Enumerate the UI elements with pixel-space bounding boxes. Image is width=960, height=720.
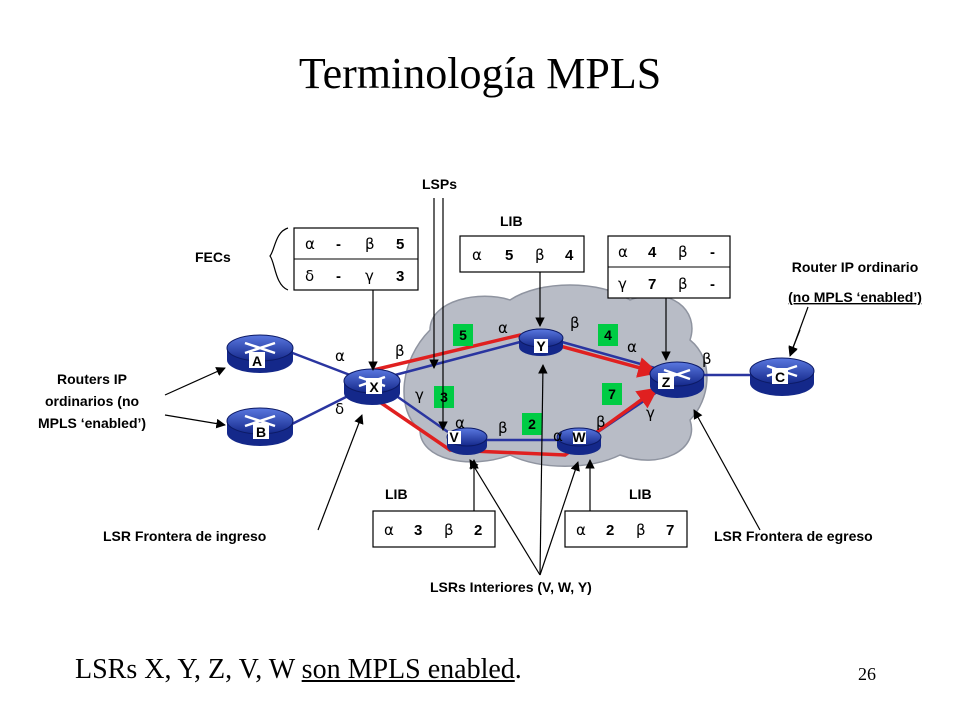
svg-text:5: 5 (459, 327, 467, 343)
lib-w-table: LIB α 2 β 7 (564, 486, 688, 548)
iface-v-alpha: α (455, 414, 465, 432)
routers-ip-left-line2: ordinarios (no (45, 393, 139, 409)
fec-r1-c2: - (336, 236, 341, 253)
router-ip-right-line1: Router IP ordinario (792, 259, 919, 275)
fec-r2-c4: 3 (396, 268, 404, 285)
footer-prefix: LSRs X, Y, Z, V, W (75, 654, 302, 685)
router-ip-right-line2: (no MPLS ‘enabled’) (788, 289, 922, 305)
svg-text:7: 7 (608, 386, 616, 402)
lib-z-r1-c1: α (618, 243, 628, 261)
lib-z-r2-c1: γ (618, 275, 627, 293)
routers-ip-left-line3: MPLS ‘enabled’) (38, 415, 146, 431)
mpls-cloud (403, 284, 708, 467)
svg-text:4: 4 (604, 327, 612, 343)
link-x-y (394, 340, 521, 377)
router-w-label: W (572, 429, 586, 445)
fec-r1-c4: 5 (396, 236, 404, 253)
footer-underlined: son MPLS enabled (301, 654, 515, 685)
lib-y-c1: α (472, 246, 482, 264)
page-number: 26 (858, 664, 876, 684)
iface-z-alpha: α (627, 338, 637, 356)
routers-ip-left-line1: Routers IP (57, 371, 127, 387)
router-y-label: Y (536, 338, 546, 354)
router-x-label: X (369, 379, 379, 395)
iface-x-gamma: γ (415, 386, 424, 404)
lib-w-c4: 7 (666, 522, 674, 539)
router-v[interactable]: V (446, 427, 488, 455)
lsp-path-2 (364, 387, 659, 457)
svg-text:3: 3 (440, 389, 448, 405)
lib-v-c3: β (444, 521, 454, 539)
iface-z-gamma: γ (646, 404, 655, 422)
fec-r2-c1: δ (305, 267, 314, 285)
router-y[interactable]: Y (518, 328, 564, 356)
fec-r2-c2: - (336, 268, 341, 285)
fec-r2-c3: γ (365, 267, 374, 285)
lsr-ingress-label: LSR Frontera de ingreso (103, 528, 266, 544)
lib-z-r2-c4: - (710, 276, 715, 293)
iface-x-delta: δ (335, 400, 344, 418)
lib-v-table: LIB α 3 β 2 (372, 486, 496, 548)
green-label-7: 7 (602, 383, 622, 405)
svg-text:2: 2 (528, 416, 536, 432)
lib-z-table: α 4 β - γ 7 β - (607, 235, 731, 299)
router-a-label: A (252, 353, 262, 369)
iface-w-beta: β (596, 413, 606, 431)
router-x[interactable]: X (343, 368, 401, 405)
fec-r1-c3: β (365, 235, 375, 253)
lib-v-c1: α (384, 521, 394, 539)
lib-v-c4: 2 (474, 522, 482, 539)
green-label-4: 4 (598, 324, 618, 346)
annotation-arrows (164, 198, 809, 576)
fec-r1-c1: α (305, 235, 315, 253)
lib-v-c2: 3 (414, 522, 422, 539)
lib-w-c3: β (636, 521, 646, 539)
iface-x-beta: β (395, 342, 405, 360)
router-c[interactable]: C (749, 357, 815, 396)
lib-v-label: LIB (385, 486, 408, 502)
lib-top-label: LIB (500, 213, 523, 229)
lib-z-r1-c3: β (678, 243, 688, 261)
lib-z-r2-c3: β (678, 275, 688, 293)
lib-w-c2: 2 (606, 522, 614, 539)
lib-y-table: LIB α 5 β 4 (459, 213, 585, 273)
lib-z-r1-c2: 4 (648, 244, 657, 261)
lib-z-r1-c4: - (710, 244, 715, 261)
iface-w-alpha: α (553, 427, 563, 445)
router-c-label: C (775, 369, 785, 385)
router-v-label: V (449, 429, 459, 445)
lib-y-c3: β (535, 246, 545, 264)
iface-v-beta: β (498, 419, 508, 437)
lsr-interior-label: LSRs Interiores (V, W, Y) (430, 579, 592, 595)
lib-z-r2-c2: 7 (648, 276, 656, 293)
router-w[interactable]: W (556, 427, 602, 455)
link-a-x (289, 350, 351, 377)
iface-y-alpha: α (498, 319, 508, 337)
page-title: Terminología MPLS (298, 49, 662, 98)
lsr-egress-label: LSR Frontera de egreso (714, 528, 873, 544)
lib-y-c4: 4 (565, 247, 574, 264)
footer-text: LSRs X, Y, Z, V, W son MPLS enabled. (75, 654, 522, 686)
footer-suffix: . (514, 654, 522, 685)
link-b-x (289, 393, 351, 427)
lib-y-c2: 5 (505, 247, 513, 264)
iface-y-beta: β (570, 314, 580, 332)
green-label-5: 5 (453, 324, 473, 346)
iface-z-beta: β (702, 350, 712, 368)
fec-table: FECs α - β 5 δ - γ 3 (195, 227, 419, 291)
fecs-label: FECs (195, 249, 231, 265)
router-a[interactable]: A (226, 334, 294, 373)
router-b-label: B (256, 424, 266, 440)
lib-w-label: LIB (629, 486, 652, 502)
router-b[interactable]: B (226, 407, 294, 446)
router-z-label: Z (662, 374, 671, 390)
lsps-label: LSPs (422, 176, 457, 192)
router-z[interactable]: Z (649, 361, 705, 398)
lib-w-c1: α (576, 521, 586, 539)
green-label-2: 2 (522, 413, 542, 435)
iface-x-alpha: α (335, 347, 345, 365)
green-label-3: 3 (434, 386, 454, 408)
